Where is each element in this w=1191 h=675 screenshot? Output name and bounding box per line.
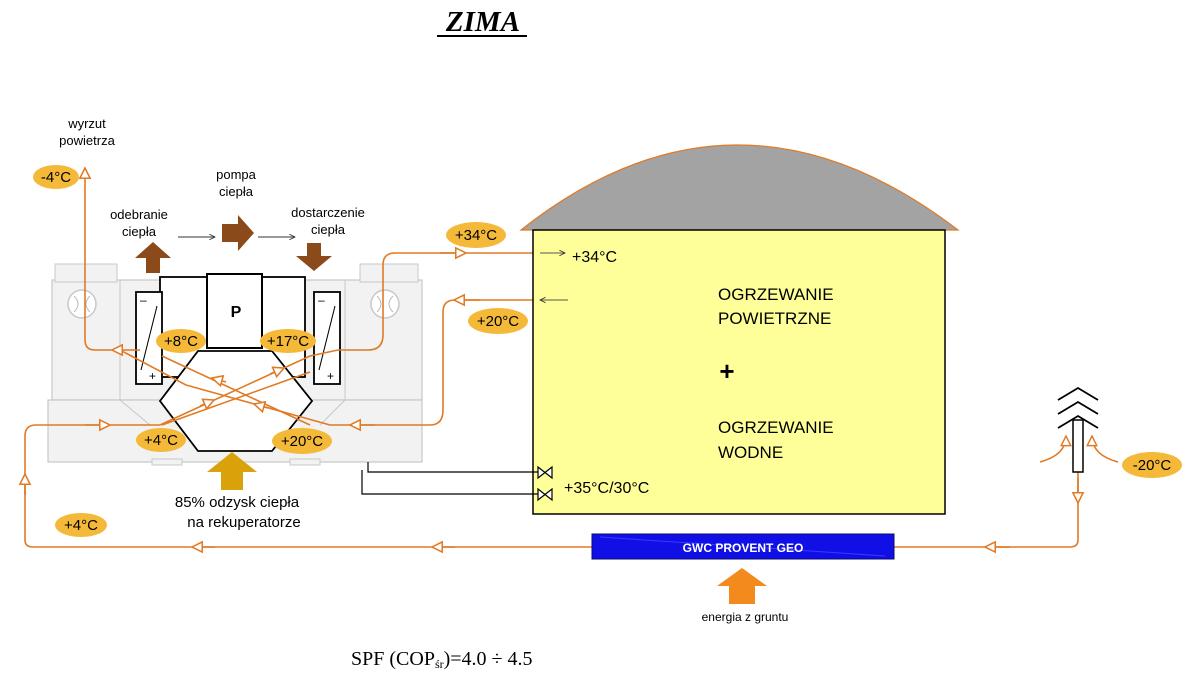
hx-arrow-d <box>254 404 269 408</box>
delivered-heat-arrow <box>296 243 332 271</box>
water-pipe-1 <box>367 462 538 473</box>
badge-ground-loop: +4°C <box>55 513 107 537</box>
hx-flow-4 <box>161 371 311 426</box>
supply-pipe <box>338 252 533 351</box>
exhaust-fan-icon <box>67 289 97 319</box>
unit-top-left-collar <box>54 263 118 283</box>
return-pipe <box>330 299 533 426</box>
heat-recovery-arrow <box>207 452 257 490</box>
svg-text:-4°C: -4°C <box>41 169 71 186</box>
badge-evaporator-out: +8°C <box>156 329 206 353</box>
heating-water-line-1: OGRZEWANIE <box>718 418 834 437</box>
valve-icon <box>537 487 553 502</box>
exhaust-label-1: wyrzut <box>67 116 106 131</box>
heating-water-line-2: WODNE <box>718 443 783 462</box>
evaporator-coil: – + <box>135 291 163 385</box>
supply-fan-icon <box>370 289 400 319</box>
svg-text:+17°C: +17°C <box>267 333 309 350</box>
building-roof <box>519 144 960 231</box>
svg-text:+34°C: +34°C <box>455 227 497 244</box>
exhaust-pipe <box>85 168 187 386</box>
svg-text:+8°C: +8°C <box>164 333 198 350</box>
hx-arrow-c <box>212 378 227 382</box>
badge-return: +20°C <box>468 308 528 334</box>
svg-text:+20°C: +20°C <box>281 433 323 450</box>
gwc-exchanger: GWC PROVENT GEO <box>591 533 895 560</box>
hx-arrow-b <box>269 368 284 374</box>
building-body <box>532 229 946 515</box>
badge-exhaust: -4°C <box>33 165 79 189</box>
intake-swirl-right <box>1092 436 1119 463</box>
spf-suffix: )=4.0 ÷ 4.5 <box>444 648 533 670</box>
extracted-label-1: odebranie <box>110 207 168 222</box>
heat-flow-annotations: odebranie ciepła pompa ciepła dostarczen… <box>110 167 365 273</box>
condenser-coil: – + <box>313 291 341 385</box>
pump-label-1: pompa <box>216 167 257 182</box>
spf-formula: SPF (COPśr)=4.0 ÷ 4.5 <box>351 648 533 671</box>
badge-condenser-out: +17°C <box>260 329 316 353</box>
airflow-pipes <box>25 168 1078 547</box>
svg-text:+: + <box>149 369 156 383</box>
title-text: ZIMA <box>445 6 520 38</box>
building: OGRZEWANIE POWIETRZNE + OGRZEWANIE WODNE… <box>519 144 960 515</box>
gwc-label: GWC PROVENT GEO <box>683 541 804 555</box>
supply-room-temp: +34°C <box>572 249 617 266</box>
extracted-label-2: ciepła <box>122 224 157 239</box>
svg-text:–: – <box>140 293 147 307</box>
valve-icon <box>537 465 553 480</box>
heat-pump-box <box>206 273 263 349</box>
delivered-label-2: ciepła <box>311 222 346 237</box>
extracted-heat-arrow <box>135 242 171 273</box>
unit-lower-bevel-left <box>119 399 346 426</box>
svg-text:-20°C: -20°C <box>1133 457 1172 474</box>
ground-energy-arrow <box>717 568 767 604</box>
badge-return-in-hx: +20°C <box>272 428 332 454</box>
exhaust-label-2: powietrza <box>59 133 115 148</box>
pump-heat-arrow <box>222 215 254 251</box>
spf-prefix: SPF (COP <box>351 648 435 670</box>
badge-supply: +34°C <box>446 222 506 248</box>
title: ZIMA <box>437 6 527 38</box>
gwc-sheen <box>599 536 886 557</box>
unit-top-right-collar <box>359 263 419 283</box>
intake-louver-icon <box>1057 386 1099 429</box>
unit-bottom-foot-left <box>151 458 183 466</box>
svg-text:+4°C: +4°C <box>144 432 178 449</box>
outdoor-air-intake <box>1039 386 1119 473</box>
ground-loop-pipe <box>24 424 1079 548</box>
intake-pipe <box>1072 419 1084 473</box>
heating-air-line-1: OGRZEWANIE <box>718 285 834 304</box>
water-heating-pipes: +35°C/30°C <box>361 462 649 502</box>
spf-subscript: śr <box>435 657 444 671</box>
heat-pump-label: P <box>231 304 242 321</box>
heating-plus: + <box>719 356 734 386</box>
svg-text:+4°C: +4°C <box>64 517 98 534</box>
water-pipe-2 <box>361 470 538 495</box>
hx-arrow-a <box>199 400 214 406</box>
delivered-label-1: dostarczenie <box>291 205 365 220</box>
recovery-label-2: na rekuperatorze <box>187 514 300 531</box>
svg-text:+: + <box>327 369 334 383</box>
water-temp: +35°C/30°C <box>564 480 649 497</box>
badge-outdoor: -20°C <box>1122 452 1182 478</box>
pump-label-2: ciepła <box>219 184 254 199</box>
temperature-badges: -4°C +8°C +17°C +34°C +20°C +4°C +20°C <box>33 165 1182 537</box>
svg-text:+20°C: +20°C <box>477 313 519 330</box>
ventilation-unit: P – + – + <box>47 263 423 466</box>
ground-energy-label: energia z gruntu <box>702 610 789 624</box>
svg-text:–: – <box>318 293 325 307</box>
intake-swirl-left <box>1039 436 1066 463</box>
hx-flow-3 <box>161 355 311 426</box>
recovery-label-1: 85% odzysk ciepła <box>175 494 300 511</box>
unit-bottom-foot-right <box>289 458 321 466</box>
heating-air-line-2: POWIETRZNE <box>718 309 831 328</box>
badge-outdoor-in-hx: +4°C <box>136 428 186 452</box>
